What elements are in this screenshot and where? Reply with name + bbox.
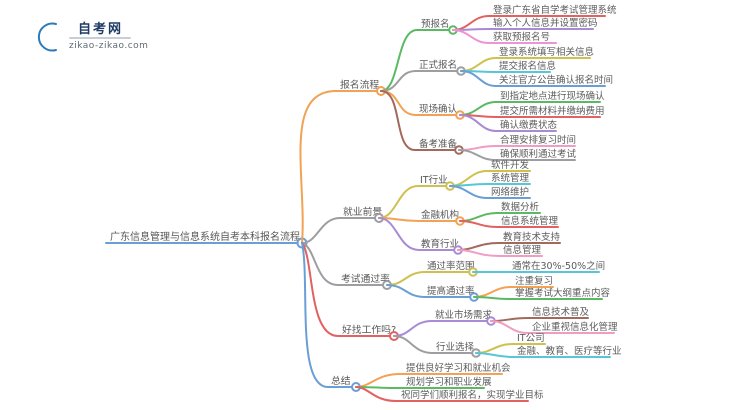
leaf-label[interactable]: 系统管理 [491, 172, 530, 184]
leaf-label[interactable]: 金融、教育、医疗等行业 [517, 345, 622, 357]
node-financial-institutions: 金融机构 数据分析 信息系统管理 [378, 201, 559, 228]
branch-line [301, 242, 391, 337]
leaf-line [355, 386, 529, 402]
node-improve-pass-rate: 提高通过率 注重复习 掌握考试大纲重点内容 [386, 275, 611, 302]
node-label[interactable]: 正式报名 [419, 59, 457, 71]
branch-job-market: 好找工作吗? 就业市场需求 信息技术普及 企业重视信息化管理 行业选择 IT公司… [301, 242, 622, 358]
leaf-label[interactable]: 获取预报名号 [493, 31, 550, 43]
branch-line [299, 90, 378, 244]
graduation-cap-icon [45, 30, 71, 49]
branch-line [393, 320, 488, 337]
node-it-industry: IT行业 软件开发 系统管理 网络维护 [378, 159, 531, 219]
leaf-label[interactable]: 信息管理 [503, 244, 542, 256]
leaf-line [460, 70, 606, 87]
node-label[interactable]: 行业选择 [436, 341, 475, 353]
leaf-label[interactable]: 登录系统填写相关信息 [499, 46, 594, 58]
logo-title: 自考网 [78, 21, 123, 37]
graduation-cap-top-icon [38, 20, 78, 38]
leaf-line [452, 29, 557, 44]
leaf-line [449, 183, 531, 187]
leaf-label[interactable]: 登录广东省自学考试管理系统 [493, 4, 617, 16]
leaf-label[interactable]: 输入个人信息并设置密码 [493, 17, 598, 29]
node-pass-rate-range: 通过率范围 通常在30%-50%之间 [386, 260, 605, 286]
node-exam-preparation: 备考准备 合理安排复习时间 确保顺利通过考试 [380, 90, 577, 161]
node-label[interactable]: 现场确认 [419, 103, 458, 115]
node-label[interactable]: 金融机构 [421, 209, 459, 221]
branch-line [301, 217, 376, 244]
branch-line [380, 70, 458, 92]
leaf-line [449, 185, 531, 199]
node-education-industry: 教育行业 教育技术支持 信息管理 [378, 217, 561, 257]
branch-line [386, 284, 471, 298]
leaf-label[interactable]: IT公司 [517, 333, 545, 344]
leaf-label[interactable]: 确认缴费状态 [500, 119, 558, 131]
node-label[interactable]: 备考准备 [419, 138, 458, 150]
branch-line [393, 335, 473, 354]
node-formal-registration: 正式报名 登录系统填写相关信息 提交报名信息 关注官方公告确认报名时间 [380, 46, 613, 92]
node-onsite-confirmation: 现场确认 到指定地点进行现场确认 提交所需材料并缴纳费用 确认缴费状态 [380, 90, 605, 132]
branch-line [301, 242, 384, 286]
leaf-line [458, 149, 576, 161]
leaf-line [452, 28, 594, 31]
branch-label[interactable]: 报名流程 [340, 78, 379, 91]
node-industry-choice: 行业选择 IT公司 金融、教育、医疗等行业 [393, 333, 622, 358]
leaf-line [459, 114, 557, 132]
leaf-label[interactable]: 规划学习和职业发展 [406, 376, 492, 388]
node-label[interactable]: 预报名 [421, 18, 450, 30]
leaf-label[interactable]: 网络维护 [491, 186, 529, 198]
branch-label[interactable]: 考试通过率 [341, 272, 390, 285]
leaf-label[interactable]: 到指定地点进行现场确认 [500, 90, 605, 102]
leaf-label[interactable]: 确保顺利通过考试 [500, 148, 577, 160]
leaf-label[interactable]: 关注官方公告确认报名时间 [499, 74, 613, 86]
leaf-label[interactable]: 提交报名信息 [499, 60, 556, 72]
leaf-label[interactable]: 数据分析 [501, 201, 540, 213]
leaf-label[interactable]: 掌握考试大纲重点内容 [515, 287, 611, 299]
branch-line [378, 185, 447, 219]
branch-label[interactable]: 好找工作吗? [342, 323, 396, 336]
root-label[interactable]: 广东信息管理与信息系统自考本科报名流程 [110, 230, 300, 243]
branch-line [380, 29, 450, 92]
leaf-label[interactable]: 注重复习 [515, 275, 553, 287]
node-label[interactable]: 通过率范围 [427, 260, 475, 272]
root-node[interactable]: 广东信息管理与信息系统自考本科报名流程 [105, 230, 308, 249]
leaf-label[interactable]: 提交所需材料并缴纳费用 [500, 105, 605, 117]
leaf-label[interactable]: 信息技术普及 [532, 306, 590, 318]
leaf-label[interactable]: 教育技术支持 [503, 231, 561, 243]
node-label[interactable]: IT行业 [420, 174, 448, 186]
leaf-line [475, 352, 611, 358]
leaf-line [457, 249, 543, 257]
branch-label[interactable]: 就业前景 [343, 205, 382, 218]
leaf-label[interactable]: 软件开发 [491, 159, 530, 171]
branch-summary: 总结 提供良好学习和就业机会 规划学习和职业发展 祝同学们顺利报名，实现学业目标 [301, 242, 544, 402]
leaf-line [473, 296, 603, 300]
envelope-flap-icon [47, 33, 69, 43]
leaf-label[interactable]: 合理安排复习时间 [500, 134, 576, 146]
leaf-line [490, 320, 615, 334]
branch-line [380, 90, 456, 151]
leaf-line [490, 317, 589, 322]
site-logo[interactable]: 自考网 zikao-zikao.com [37, 20, 148, 52]
branch-line [378, 217, 455, 251]
leaf-line [459, 220, 559, 228]
logo-domain: zikao-zikao.com [69, 41, 148, 51]
node-pre-registration: 预报名 登录广东省自学考试管理系统 输入个人信息并设置密码 获取预报名号 [380, 4, 617, 92]
node-label[interactable]: 教育行业 [421, 238, 459, 250]
branch-line [386, 271, 470, 286]
branch-registration: 报名流程 预报名 登录广东省自学考试管理系统 输入个人信息并设置密码 获取预报名… [299, 4, 617, 244]
branch-line [301, 242, 353, 388]
node-label[interactable]: 提高通过率 [427, 285, 475, 297]
logo-swoosh-icon [37, 22, 57, 52]
leaf-label[interactable]: 祝同学们顺利报名，实现学业目标 [401, 389, 544, 401]
leaf-label[interactable]: 企业重视信息化管理 [532, 321, 618, 333]
branch-pass-rate: 考试通过率 通过率范围 通常在30%-50%之间 提高通过率 注重复习 掌握考试… [301, 242, 611, 302]
leaf-label[interactable]: 提供良好学习和就业机会 [406, 362, 511, 374]
leaf-label[interactable]: 通常在30%-50%之间 [512, 260, 605, 272]
node-job-market-demand: 就业市场需求 信息技术普及 企业重视信息化管理 [393, 306, 618, 337]
branch-label[interactable]: 总结 [331, 374, 351, 387]
leaf-label[interactable]: 信息系统管理 [501, 215, 559, 227]
branch-employment-prospects: 就业前景 IT行业 软件开发 系统管理 网络维护 金融机构 数据分析 信息系统管… [301, 159, 561, 257]
node-label[interactable]: 就业市场需求 [435, 309, 493, 321]
